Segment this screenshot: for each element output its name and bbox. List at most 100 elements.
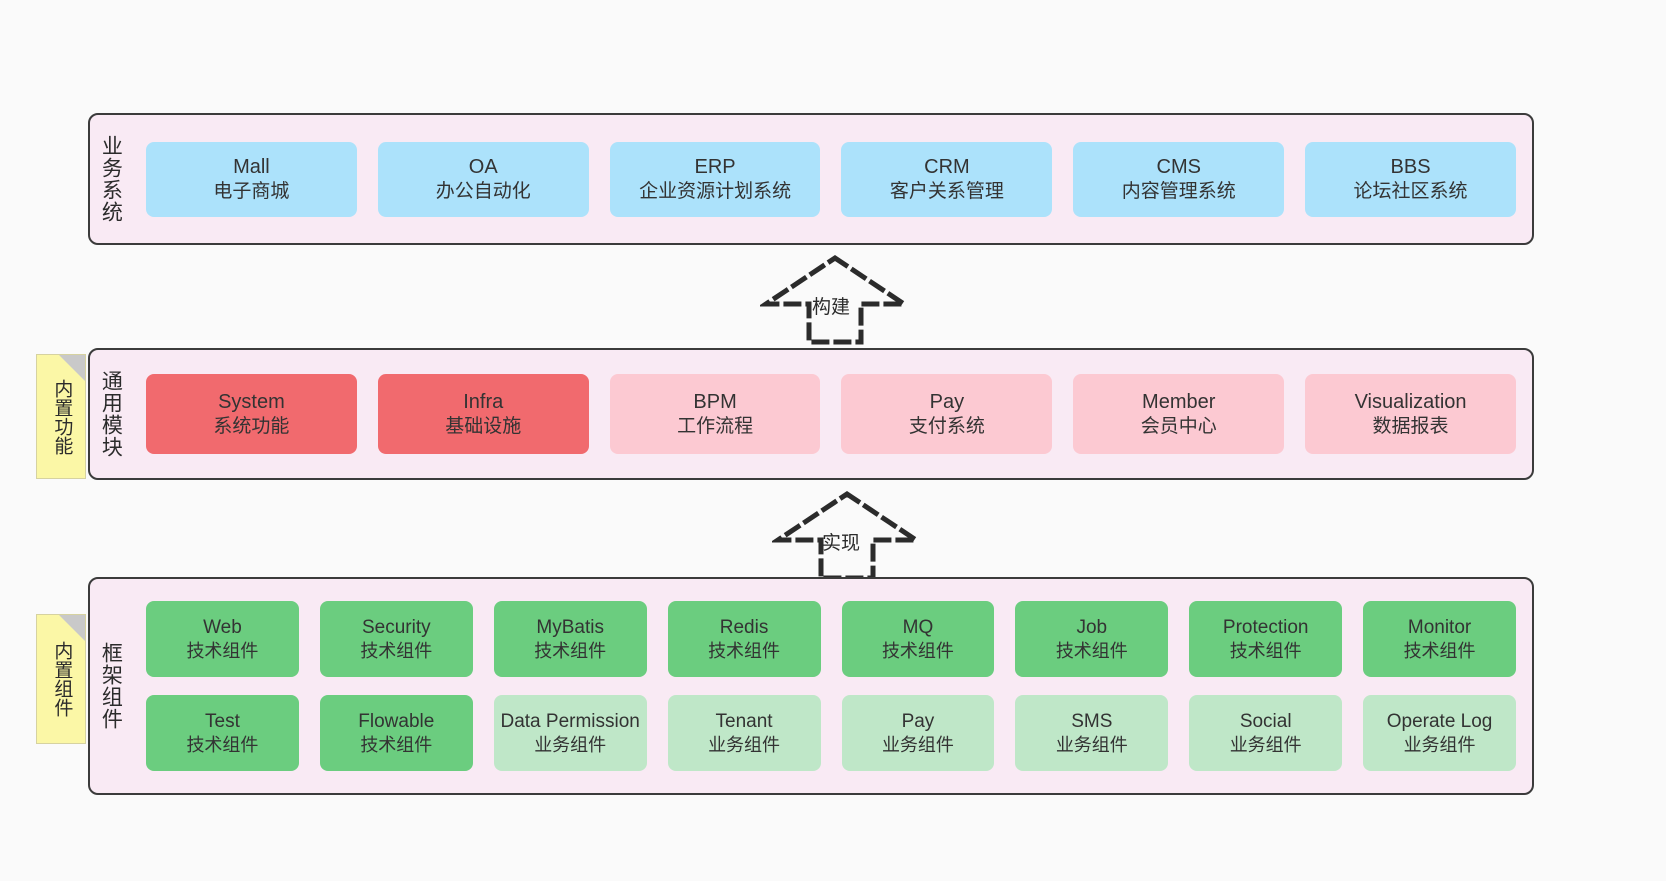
note-builtin-components: 内置组件 xyxy=(36,614,86,744)
common-modules-body: System 系统功能 Infra 基础设施 BPM 工作流程 Pay 支付系统… xyxy=(130,350,1532,478)
business-systems-band: 业务系统 Mall 电子商城 OA 办公自动化 ERP 企业资源计划系统 CRM… xyxy=(88,113,1534,245)
card-en-label: Visualization xyxy=(1354,390,1467,413)
framework-card-web[interactable]: Web 技术组件 xyxy=(146,601,299,677)
card-en-label: Test xyxy=(205,710,240,732)
card-cn-label: 技术组件 xyxy=(1403,640,1476,661)
card-cn-label: 技术组件 xyxy=(881,640,954,661)
card-en-label: SMS xyxy=(1071,710,1113,732)
note-fold-corner-icon xyxy=(59,615,85,641)
card-cn-label: 业务组件 xyxy=(708,734,781,755)
card-en-label: Member xyxy=(1142,390,1216,413)
card-en-label: Redis xyxy=(719,616,769,638)
framework-card-mybatis[interactable]: MyBatis 技术组件 xyxy=(493,601,647,677)
card-en-label: BBS xyxy=(1390,155,1431,178)
framework-card-social[interactable]: Social 业务组件 xyxy=(1189,695,1343,771)
framework-biz-row: Test 技术组件 Flowable 技术组件 Data Permission … xyxy=(146,695,1516,771)
card-cn-label: 技术组件 xyxy=(1055,640,1128,661)
module-card-member[interactable]: Member 会员中心 xyxy=(1073,374,1285,454)
card-cn-label: 企业资源计划系统 xyxy=(639,180,792,202)
card-en-label: Flowable xyxy=(358,710,435,732)
note-builtin-features: 内置功能 xyxy=(36,354,86,479)
card-en-label: Operate Log xyxy=(1386,710,1493,732)
connector-realize-arrow: 实现 xyxy=(772,488,922,584)
card-en-label: Pay xyxy=(929,390,965,413)
framework-card-tenant[interactable]: Tenant 业务组件 xyxy=(667,695,821,771)
framework-card-flowable[interactable]: Flowable 技术组件 xyxy=(319,695,473,771)
framework-card-data-permission[interactable]: Data Permission 业务组件 xyxy=(493,695,647,771)
framework-card-job[interactable]: Job 技术组件 xyxy=(1015,601,1169,677)
card-cn-label: 会员中心 xyxy=(1140,415,1217,437)
card-en-label: Data Permission xyxy=(500,710,640,732)
card-en-label: ERP xyxy=(694,155,736,178)
module-card-bpm[interactable]: BPM 工作流程 xyxy=(609,374,821,454)
card-cn-label: 业务组件 xyxy=(1403,734,1476,755)
framework-card-redis[interactable]: Redis 技术组件 xyxy=(667,601,821,677)
card-cn-label: 技术组件 xyxy=(1229,640,1302,661)
module-card-system[interactable]: System 系统功能 xyxy=(146,374,357,454)
card-cn-label: 系统功能 xyxy=(213,415,290,437)
framework-card-protection[interactable]: Protection 技术组件 xyxy=(1189,601,1343,677)
card-cn-label: 电子商城 xyxy=(213,180,290,202)
framework-components-body: Web 技术组件 Security 技术组件 MyBatis 技术组件 Redi… xyxy=(130,579,1532,793)
connector-build-arrow: 构建 xyxy=(760,252,910,348)
card-en-label: CRM xyxy=(924,155,970,178)
dashed-arrow-icon xyxy=(760,254,910,345)
business-card-cms[interactable]: CMS 内容管理系统 xyxy=(1073,141,1285,217)
framework-tech-row: Web 技术组件 Security 技术组件 MyBatis 技术组件 Redi… xyxy=(146,601,1516,677)
connector-realize-label: 实现 xyxy=(822,533,861,554)
card-cn-label: 业务组件 xyxy=(881,734,954,755)
card-en-label: System xyxy=(218,390,285,413)
card-cn-label: 数据报表 xyxy=(1372,415,1449,437)
card-en-label: Social xyxy=(1239,710,1292,732)
card-en-label: Infra xyxy=(463,390,504,413)
business-card-mall[interactable]: Mall 电子商城 xyxy=(146,141,357,217)
note-label: 内置功能 xyxy=(51,378,73,455)
card-en-label: OA xyxy=(468,155,498,178)
module-card-visualization[interactable]: Visualization 数据报表 xyxy=(1305,374,1516,454)
framework-card-pay[interactable]: Pay 业务组件 xyxy=(841,695,995,771)
card-en-label: Protection xyxy=(1222,616,1309,638)
business-card-erp[interactable]: ERP 企业资源计划系统 xyxy=(609,141,821,217)
card-cn-label: 基础设施 xyxy=(445,415,522,437)
card-en-label: Security xyxy=(361,616,431,638)
card-cn-label: 论坛社区系统 xyxy=(1353,180,1468,202)
card-cn-label: 技术组件 xyxy=(708,640,781,661)
card-en-label: Pay xyxy=(901,710,935,732)
card-cn-label: 办公自动化 xyxy=(435,180,531,202)
framework-card-operate-log[interactable]: Operate Log 业务组件 xyxy=(1363,695,1516,771)
card-en-label: Tenant xyxy=(715,710,773,732)
framework-card-monitor[interactable]: Monitor 技术组件 xyxy=(1363,601,1516,677)
module-card-infra[interactable]: Infra 基础设施 xyxy=(377,374,589,454)
card-cn-label: 支付系统 xyxy=(908,415,985,437)
framework-card-mq[interactable]: MQ 技术组件 xyxy=(841,601,995,677)
connector-build-label: 构建 xyxy=(812,297,851,318)
framework-card-security[interactable]: Security 技术组件 xyxy=(319,601,473,677)
framework-components-title: 框架组件 xyxy=(99,642,123,730)
note-label: 内置组件 xyxy=(51,641,73,717)
card-cn-label: 业务组件 xyxy=(1229,734,1302,755)
business-card-oa[interactable]: OA 办公自动化 xyxy=(377,141,589,217)
business-systems-body: Mall 电子商城 OA 办公自动化 ERP 企业资源计划系统 CRM 客户关系… xyxy=(130,115,1532,243)
framework-components-band: 框架组件 Web 技术组件 Security 技术组件 MyBatis 技术组件… xyxy=(88,577,1534,795)
common-modules-card-row: System 系统功能 Infra 基础设施 BPM 工作流程 Pay 支付系统… xyxy=(146,374,1516,454)
business-systems-card-row: Mall 电子商城 OA 办公自动化 ERP 企业资源计划系统 CRM 客户关系… xyxy=(146,141,1516,217)
business-card-crm[interactable]: CRM 客户关系管理 xyxy=(841,141,1053,217)
card-cn-label: 业务组件 xyxy=(1055,734,1128,755)
card-cn-label: 技术组件 xyxy=(360,734,433,755)
business-card-bbs[interactable]: BBS 论坛社区系统 xyxy=(1305,141,1516,217)
business-systems-title: 业务系统 xyxy=(99,135,123,223)
card-cn-label: 技术组件 xyxy=(186,734,259,755)
card-cn-label: 内容管理系统 xyxy=(1121,180,1236,202)
card-cn-label: 客户关系管理 xyxy=(889,180,1004,202)
card-cn-label: 技术组件 xyxy=(360,640,433,661)
card-en-label: Job xyxy=(1076,616,1108,638)
framework-card-sms[interactable]: SMS 业务组件 xyxy=(1015,695,1169,771)
module-card-pay[interactable]: Pay 支付系统 xyxy=(841,374,1053,454)
note-fold-corner-icon xyxy=(59,355,85,381)
card-en-label: BPM xyxy=(693,390,737,413)
card-en-label: CMS xyxy=(1156,155,1201,178)
framework-card-test[interactable]: Test 技术组件 xyxy=(146,695,299,771)
common-modules-band: 通用模块 System 系统功能 Infra 基础设施 BPM 工作流程 Pay… xyxy=(88,348,1534,480)
card-cn-label: 业务组件 xyxy=(534,734,607,755)
card-en-label: MQ xyxy=(902,616,934,638)
